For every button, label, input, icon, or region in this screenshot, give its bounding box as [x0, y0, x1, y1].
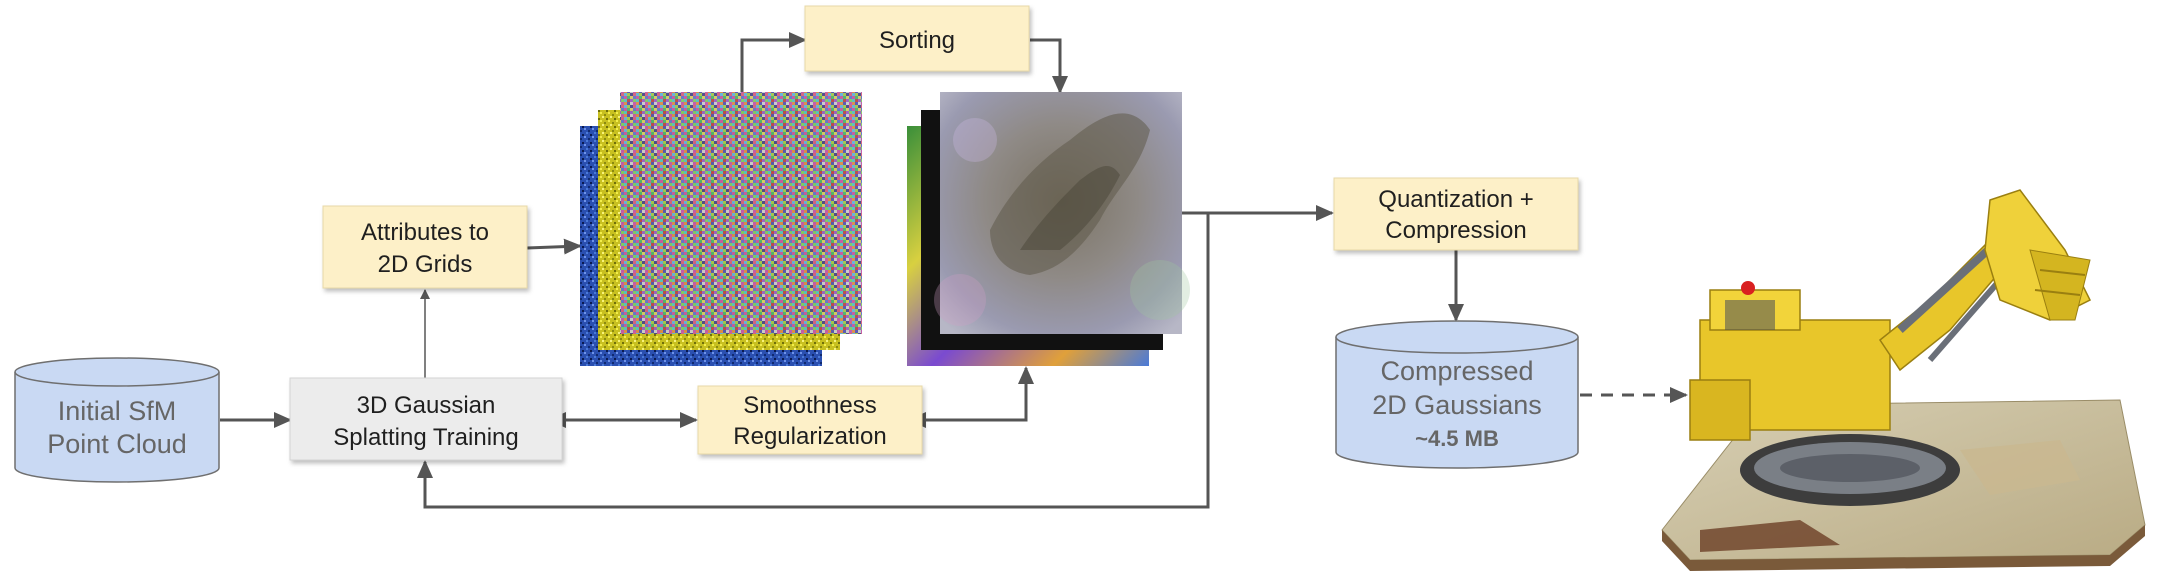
compressed-cylinder: Compressed 2D Gaussians ~4.5 MB	[1335, 320, 1579, 469]
quantization-line1: Quantization +	[1378, 186, 1533, 213]
smoothness-line1: Smoothness	[743, 392, 876, 419]
gs-training-box: 3D Gaussian Splatting Training	[289, 377, 563, 461]
gs-training-line2: Splatting Training	[333, 424, 518, 451]
sorting-box: Sorting	[804, 5, 1030, 72]
attributes-line1: Attributes to	[361, 219, 489, 246]
smoothness-box: Smoothness Regularization	[697, 385, 923, 455]
quantization-box: Quantization + Compression	[1333, 177, 1579, 251]
arrow-smoothness-sorted	[908, 366, 1034, 428]
compressed-line1: Compressed	[1380, 356, 1533, 386]
noise-grid-stack	[580, 92, 862, 366]
lego-excavator-render	[1661, 189, 2146, 571]
attributes-box: Attributes to 2D Grids	[322, 205, 528, 289]
sorting-label: Sorting	[879, 27, 955, 54]
initial-sfm-line1: Initial SfM	[58, 396, 177, 426]
initial-sfm-cylinder: Initial SfM Point Cloud	[14, 357, 220, 483]
arrow-grids-to-sorting	[740, 32, 807, 92]
compressed-size: ~4.5 MB	[1415, 426, 1499, 451]
arrow-feedback-to-training	[417, 213, 1210, 509]
attributes-line2: 2D Grids	[378, 251, 473, 278]
arrow-sorting-to-sorted	[1030, 38, 1068, 94]
compressed-line2: 2D Gaussians	[1372, 390, 1542, 420]
smoothness-line2: Regularization	[733, 423, 886, 450]
gs-training-line1: 3D Gaussian	[357, 392, 496, 419]
arrow-attributes-to-grids	[526, 238, 582, 255]
quantization-line2: Compression	[1385, 217, 1526, 244]
sorted-grid-stack	[907, 92, 1190, 366]
initial-sfm-line2: Point Cloud	[47, 429, 187, 459]
connectors	[220, 32, 1688, 509]
